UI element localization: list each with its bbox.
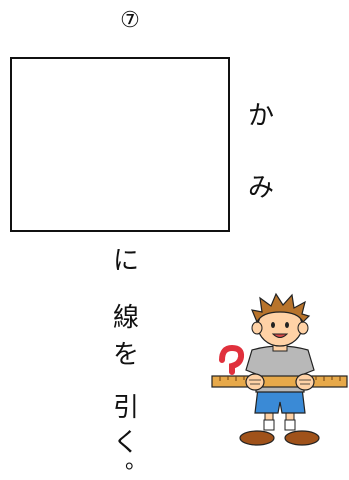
side-word-char-2: み — [247, 173, 274, 203]
problem-number: ⑦ — [120, 8, 140, 33]
instruction-char-3: を — [112, 340, 139, 370]
instruction-char-2: 線 — [112, 303, 139, 333]
instruction-char-4: 引 — [112, 393, 139, 423]
instruction-char-1: に — [112, 246, 139, 276]
ruler-icon — [211, 375, 348, 388]
drawing-box[interactable] — [10, 57, 230, 232]
instruction-char-6: 。 — [124, 449, 147, 474]
instruction-char-5: く — [112, 428, 139, 458]
side-word-char-1: か — [247, 101, 274, 131]
boy-with-ruler-illustration — [211, 292, 348, 446]
